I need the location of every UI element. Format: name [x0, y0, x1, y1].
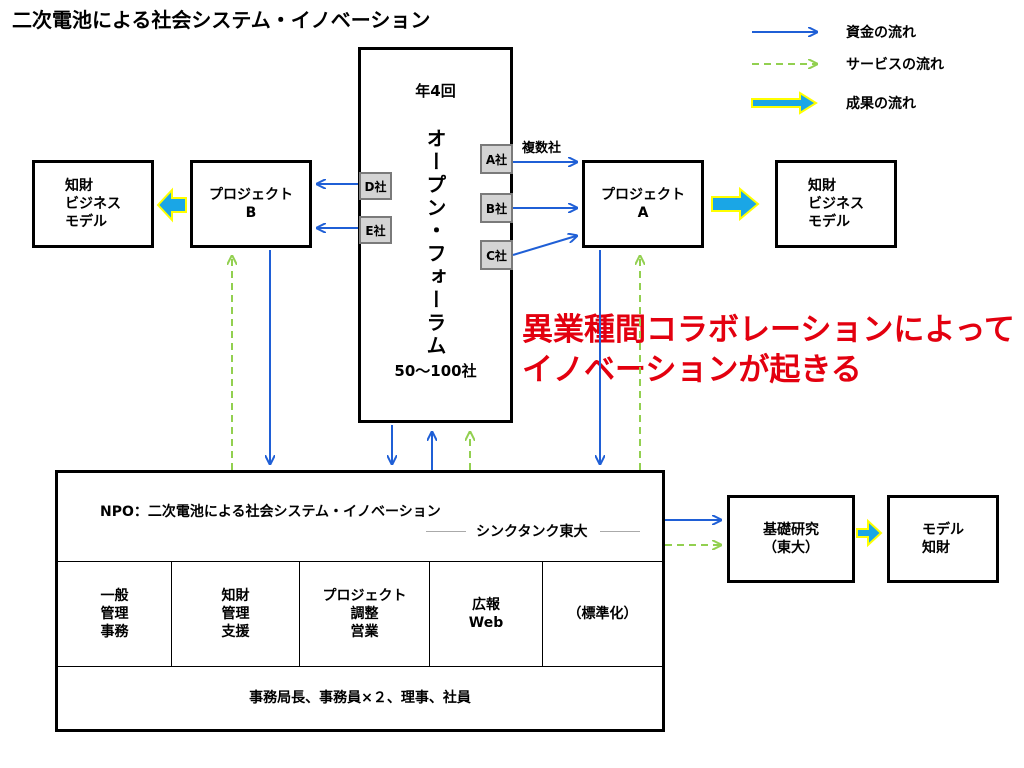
department-project-coordination-text: プロジェクト 調整 営業	[322, 588, 407, 640]
legend-results-label: 成果の流れ	[846, 96, 916, 112]
project-b-box: プロジェクト B	[190, 160, 312, 248]
company-b-box: B社	[480, 193, 513, 223]
project-b-label: プロジェクト B	[209, 187, 293, 221]
department-standardization: （標準化）	[543, 562, 662, 666]
ip-model-left-box: 知財 ビジネス モデル	[32, 160, 154, 248]
forum-participants: 50〜100社	[394, 362, 477, 380]
department-general-affairs: 一般 管理 事務	[58, 562, 172, 666]
think-tank-line-left	[426, 531, 466, 532]
results-arrow-project-a-to-ip	[711, 186, 760, 222]
company-a-box: A社	[480, 144, 513, 174]
legend-results-arrow	[751, 91, 818, 115]
legend-service-label: サービスの流れ	[846, 57, 944, 73]
npo-box: NPO：二次電池による社会システム・イノベーション シンクタンク東大 一般 管理…	[55, 470, 665, 732]
company-e-box: E社	[359, 216, 392, 244]
research-label: 基礎研究 （東大）	[763, 522, 819, 556]
npo-label: NPO：二次電池による社会システム・イノベーション	[100, 504, 441, 520]
ip-model-right-text: 知財 ビジネス モデル	[808, 178, 864, 230]
project-a-label: プロジェクト A	[601, 187, 685, 221]
staff-line: 事務局長、事務員×２、理事、社員	[249, 690, 471, 706]
model-ip-box: モデル 知財	[887, 495, 999, 583]
innovation-message: 異業種間コラボレーションによって イノベーションが起きる	[522, 312, 1015, 388]
department-standardization-text: （標準化）	[567, 606, 638, 622]
think-tank-line-right	[600, 531, 640, 532]
think-tank-label: シンクタンク東大	[476, 524, 588, 540]
results-arrow-project-b-to-ip	[156, 187, 187, 223]
arrow-c-to-project-a	[512, 236, 576, 256]
company-c-box: C社	[480, 240, 513, 270]
multiple-companies-label: 複数社	[522, 141, 562, 156]
project-a-box: プロジェクト A	[582, 160, 704, 248]
legend-funds-label: 資金の流れ	[846, 25, 916, 41]
ip-model-left-text: 知財 ビジネス モデル	[65, 178, 121, 230]
department-ip-support: 知財 管理 支援	[172, 562, 300, 666]
forum-frequency: 年4回	[415, 82, 456, 100]
results-arrow-research-to-model	[856, 518, 883, 548]
department-general-affairs-text: 一般 管理 事務	[100, 588, 129, 640]
page-title: 二次電池による社会システム・イノベーション	[12, 8, 431, 32]
model-ip-label: モデル 知財	[922, 522, 964, 556]
forum-name: オープン・フォーラム	[423, 128, 447, 358]
research-box: 基礎研究 （東大）	[727, 495, 855, 583]
company-d-box: D社	[359, 172, 392, 200]
department-ip-support-text: 知財 管理 支援	[221, 588, 250, 640]
department-pr-web: 広報 Web	[430, 562, 543, 666]
ip-model-right-box: 知財 ビジネス モデル	[775, 160, 897, 248]
department-row: 一般 管理 事務 知財 管理 支援 プロジェクト 調整 営業 広報 Web （標…	[58, 561, 662, 667]
department-project-coordination: プロジェクト 調整 営業	[300, 562, 430, 666]
department-pr-web-text: 広報 Web	[468, 597, 504, 631]
